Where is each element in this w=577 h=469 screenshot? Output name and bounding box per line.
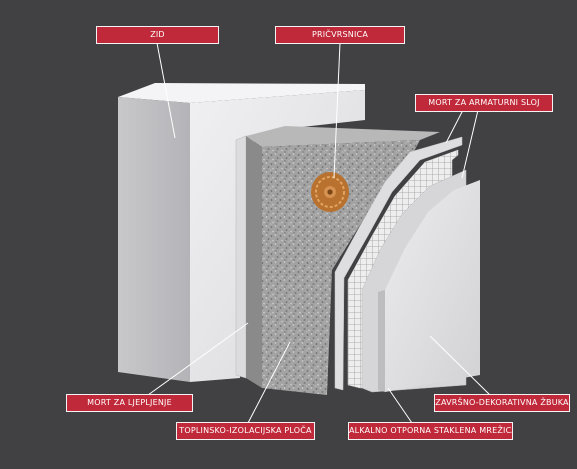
leader-toplinsko bbox=[247, 341, 291, 424]
insulation-board-top bbox=[246, 126, 440, 147]
wall-block-front bbox=[118, 97, 190, 382]
label-pricvrsnica: PRIČVRSNICA bbox=[275, 26, 405, 44]
label-toplinsko: TOPLINSKO-IZOLACIJSKA PLOČA bbox=[176, 422, 315, 440]
label-alkalno: ALKALNO OTPORNA STAKLENA MREŽICA bbox=[348, 422, 513, 440]
label-mort-armaturni: MORT ZA ARMATURNI SLOJ bbox=[415, 94, 553, 112]
wall-block-top bbox=[118, 83, 365, 103]
finishing-render-panel bbox=[385, 180, 480, 392]
leader-mort-ljepljenje bbox=[147, 322, 249, 396]
leader-pricvrsnica bbox=[333, 42, 341, 179]
insulation-board-side bbox=[246, 136, 262, 388]
leader-alkalno bbox=[387, 387, 413, 424]
insulation-board-face bbox=[262, 140, 420, 395]
anchor-dowel bbox=[311, 172, 349, 212]
finishing-render-edge bbox=[378, 290, 385, 392]
wall-block-face bbox=[190, 90, 365, 382]
adhesive-mortar-layer bbox=[235, 135, 247, 379]
label-zavrsno: ZAVRŠNO-DEKORATIVNA ŽBUKA bbox=[434, 394, 570, 412]
leader-mort-armaturni-2 bbox=[461, 109, 479, 179]
label-mort-ljepljenje: MORT ZA LJEPLJENJE bbox=[66, 394, 193, 412]
leader-mort-armaturni-1 bbox=[445, 109, 464, 144]
label-zid: ZID bbox=[96, 26, 219, 44]
reinforcing-mortar-layer bbox=[334, 136, 463, 391]
leader-lines bbox=[147, 42, 491, 424]
leader-zavrsno bbox=[429, 335, 491, 396]
leader-zid bbox=[156, 42, 176, 139]
